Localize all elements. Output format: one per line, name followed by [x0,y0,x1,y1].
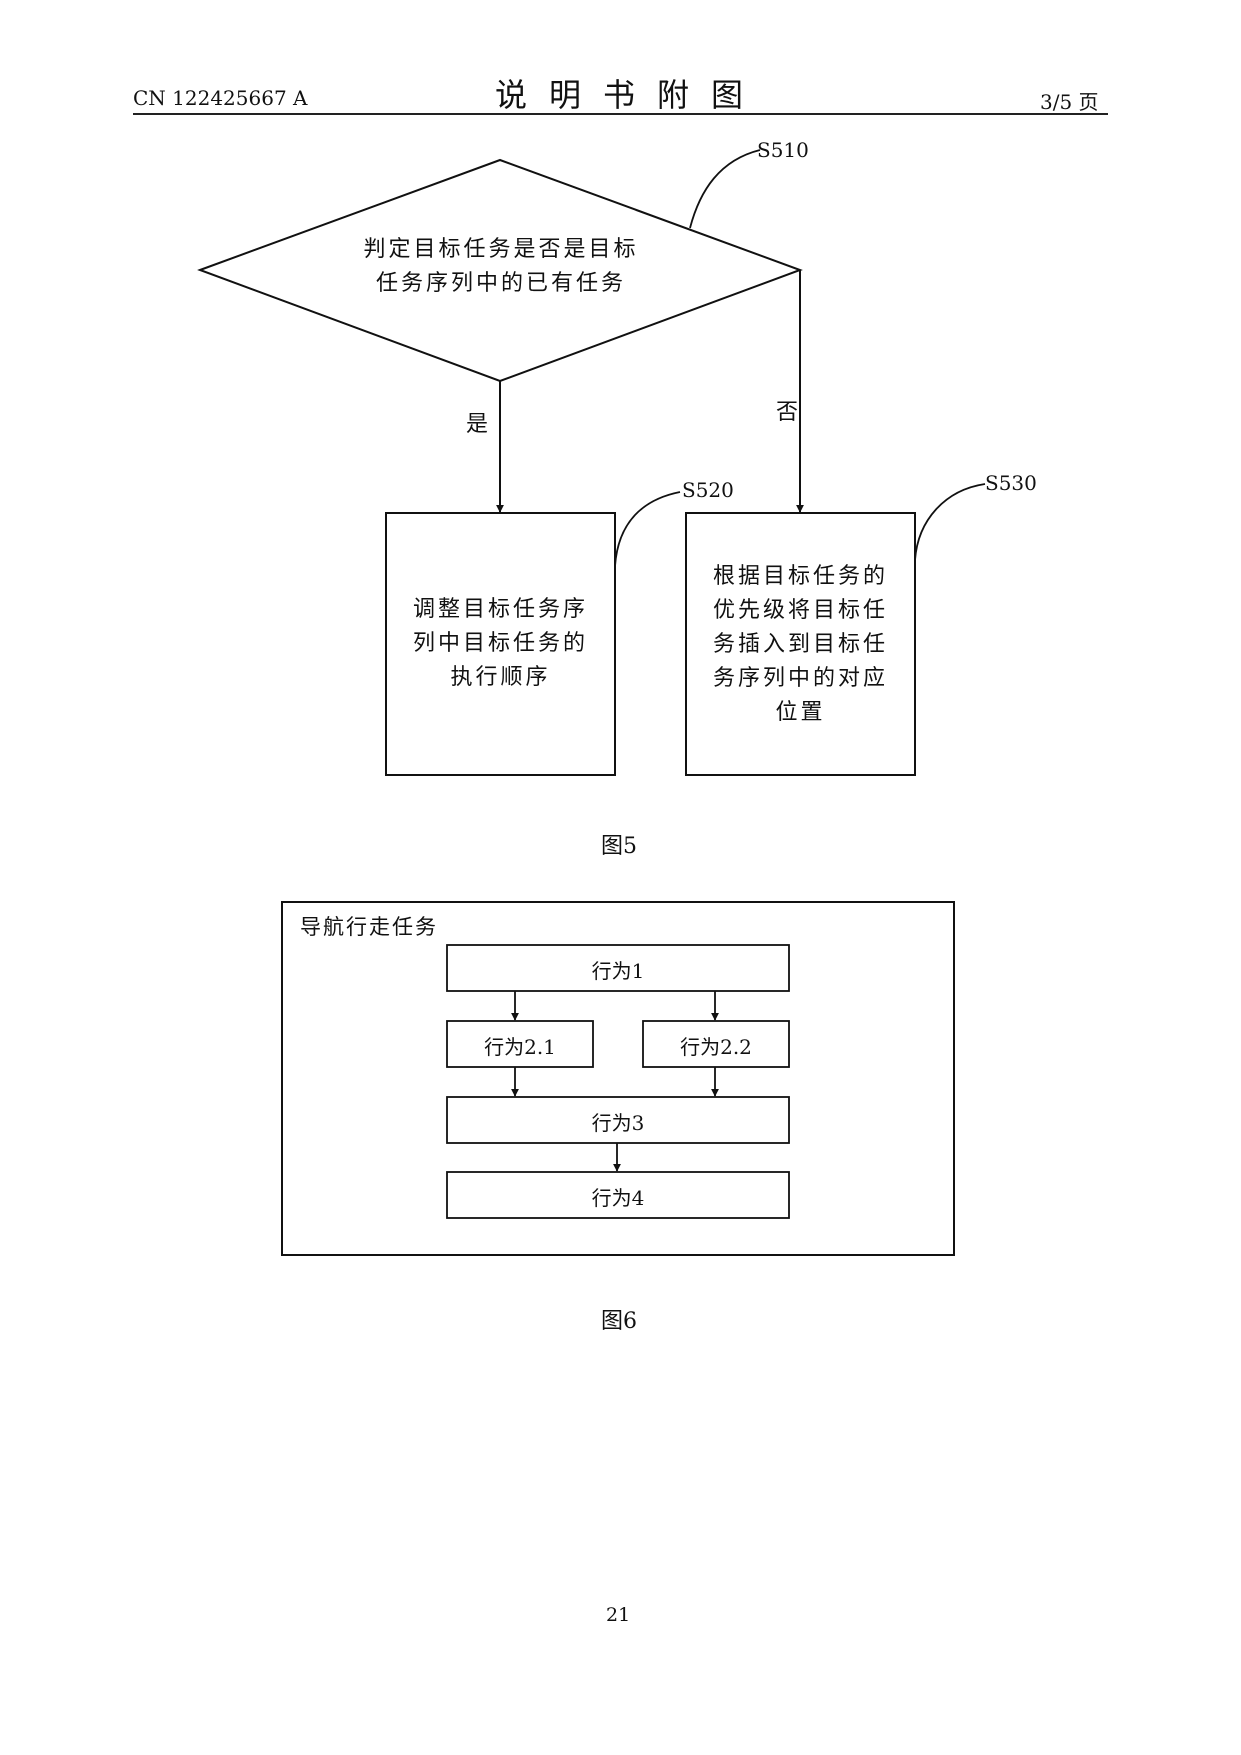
yes-label: 是 [466,412,492,437]
decision-text-line-2: 任务序列中的已有任务 [375,271,626,296]
s530-text-line-4: 务序列中的对应 [712,666,888,691]
no-label: 否 [776,400,802,425]
figure-5-caption: 图5 [601,834,637,859]
header-rule [133,113,1108,115]
s520-text-line-2: 列中目标任务的 [412,631,588,656]
page-number: 21 [606,1604,631,1626]
s530-leader-line [914,483,986,561]
decision-text-line-1: 判定目标任务是否是目标 [363,237,639,262]
behavior-3-box [446,1096,790,1144]
s530-text-line-2: 优先级将目标任 [712,598,888,623]
behavior-2-2-box [642,1020,790,1068]
s530-text-line-3: 务插入到目标任 [712,632,888,657]
s520-leader-line [614,491,681,567]
ref-label-s510: S510 [757,138,809,162]
figure-6-caption: 图6 [601,1309,637,1334]
behavior-1-box [446,944,790,992]
container-title: 导航行走任务 [300,915,438,939]
behavior-2-2-label: 行为2.2 [680,1035,752,1059]
navigation-task-container [281,901,955,1256]
page-title: 说明书附图 [494,76,765,114]
s520-text-line-3: 执行顺序 [450,665,551,690]
s510-leader-line [689,149,761,229]
page-of-indicator: 3/5 页 [1040,90,1099,114]
process-box-s530 [685,512,916,776]
ref-label-s520: S520 [682,478,734,502]
patent-number: CN 122425667 A [133,86,308,110]
s530-text-line-1: 根据目标任务的 [712,564,888,589]
behavior-4-box [446,1171,790,1219]
process-box-s520 [385,512,616,776]
ref-label-s530: S530 [985,471,1037,495]
behavior-1-label: 行为1 [591,959,645,983]
s530-text-line-5: 位置 [775,700,826,725]
behavior-4-label: 行为4 [591,1186,645,1210]
s520-text-line-1: 调整目标任务序 [412,597,588,622]
behavior-2-1-box [446,1020,594,1068]
behavior-3-label: 行为3 [591,1111,645,1135]
behavior-2-1-label: 行为2.1 [484,1035,556,1059]
